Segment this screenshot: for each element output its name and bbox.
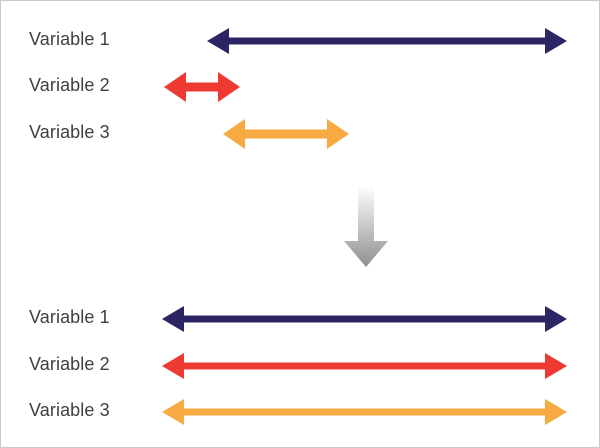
arrow-top-1 [207,28,567,54]
arrow-shape-red [162,353,567,379]
down-arrow-icon [344,186,388,267]
arrow-bottom-3 [162,399,567,425]
arrow-bottom-2 [162,353,567,379]
arrow-bottom-1 [162,306,567,332]
variable-label-bottom-3: Variable 3 [29,399,110,420]
arrow-shape-navy [207,28,567,54]
variable-label-top-2: Variable 2 [29,74,110,95]
variable-label-bottom-2: Variable 2 [29,353,110,374]
variable-label-bottom-1: Variable 1 [29,306,110,327]
down-arrow-shape [344,186,388,267]
arrow-shape-orange [162,399,567,425]
arrow-top-2 [164,72,240,102]
variable-label-top-3: Variable 3 [29,121,110,142]
arrow-shape-navy [162,306,567,332]
arrow-shape-orange [223,119,349,149]
variable-label-top-1: Variable 1 [29,28,110,49]
arrow-top-3 [223,119,349,149]
arrow-shape-red [164,72,240,102]
